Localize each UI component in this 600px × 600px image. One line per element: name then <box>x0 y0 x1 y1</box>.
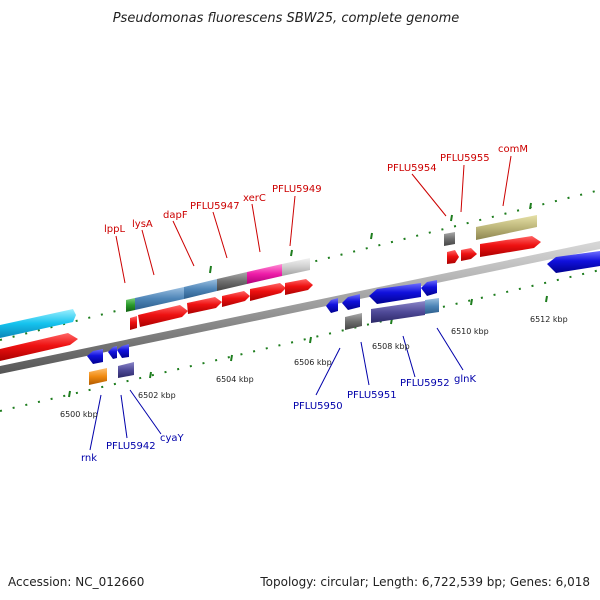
feature-red-arrow <box>285 279 313 295</box>
feature-blue-arrow <box>87 349 103 364</box>
scale-label: 6508 kbp <box>372 342 410 351</box>
feature-red-arrow <box>138 305 188 327</box>
feature-steel-block <box>135 287 184 310</box>
feature-orange-block <box>89 368 107 385</box>
gene-label: PFLU5947 <box>190 201 240 212</box>
forward-leader-lines <box>115 155 512 284</box>
feature-light-block <box>282 258 310 276</box>
scale-label: 6502 kbp <box>138 391 176 400</box>
feature-steel-block <box>184 279 217 299</box>
feature-red-arrow <box>0 333 78 361</box>
gene-label: cyaY <box>160 433 185 444</box>
scale-labels: 6500 kbp 6502 kbp 6504 kbp 6506 kbp 6508… <box>60 315 568 419</box>
feature-navy-block <box>371 301 425 323</box>
gene-label: PFLU5950 <box>293 401 343 412</box>
gene-label: PFLU5955 <box>440 153 490 164</box>
gene-label: dapF <box>163 210 188 221</box>
scale-label: 6510 kbp <box>451 327 489 336</box>
feature-pink-block <box>247 264 282 284</box>
gene-label: PFLU5951 <box>347 390 397 401</box>
gene-label: lppL <box>104 224 125 235</box>
feature-blue-arrow <box>326 298 338 313</box>
gene-label: lysA <box>132 219 153 230</box>
scale-label: 6500 kbp <box>60 410 98 419</box>
forward-gene-labels: lppL lysA dapF PFLU5947 xerC PFLU5949 PF… <box>104 144 528 235</box>
feature-blue-arrow <box>421 280 437 296</box>
feature-red-arrow <box>250 283 286 301</box>
scale-label: 6504 kbp <box>216 375 254 384</box>
feature-navy-block <box>118 362 134 378</box>
feature-blue-arrow <box>108 346 117 359</box>
scale-label: 6512 kbp <box>530 315 568 324</box>
forward-features <box>0 215 541 361</box>
feature-cyan-block <box>0 309 76 338</box>
gene-label: PFLU5949 <box>272 184 322 195</box>
feature-grey-block <box>345 313 362 330</box>
reverse-leader-lines <box>89 327 464 451</box>
reverse-gene-labels: rnk PFLU5942 cyaY PFLU5950 PFLU5951 PFLU… <box>81 374 476 464</box>
genome-backbone <box>0 241 600 374</box>
gene-label: PFLU5952 <box>400 378 450 389</box>
feature-khaki-block <box>476 215 537 240</box>
feature-blue-arrow <box>369 283 421 304</box>
feature-red-arrow <box>447 250 459 264</box>
gene-label: xerC <box>243 193 266 204</box>
gene-label: rnk <box>81 453 97 464</box>
feature-grey-block <box>217 272 247 291</box>
feature-blue-arrow <box>342 294 360 310</box>
gene-label: comM <box>498 144 528 155</box>
feature-blue-arrow <box>117 344 129 358</box>
accession-text: Accession: NC_012660 <box>8 575 144 589</box>
feature-grey-block <box>444 232 455 246</box>
feature-steel-block <box>425 298 439 314</box>
topology-text: Topology: circular; Length: 6,722,539 bp… <box>259 575 590 589</box>
gene-label: glnK <box>454 374 476 385</box>
feature-red-arrow <box>461 248 477 261</box>
feature-red-arrow <box>480 236 541 257</box>
reverse-features <box>87 251 600 385</box>
feature-red-arrow <box>222 291 250 307</box>
feature-red-arrow <box>187 297 222 314</box>
gene-label: PFLU5954 <box>387 163 437 174</box>
gene-label: PFLU5942 <box>106 441 156 452</box>
map-title: Pseudomonas fluorescens SBW25, complete … <box>113 11 460 26</box>
feature-red-block <box>130 316 137 330</box>
feature-green-block <box>126 298 135 312</box>
scale-label: 6506 kbp <box>294 358 332 367</box>
feature-blue-arrow <box>547 251 600 273</box>
